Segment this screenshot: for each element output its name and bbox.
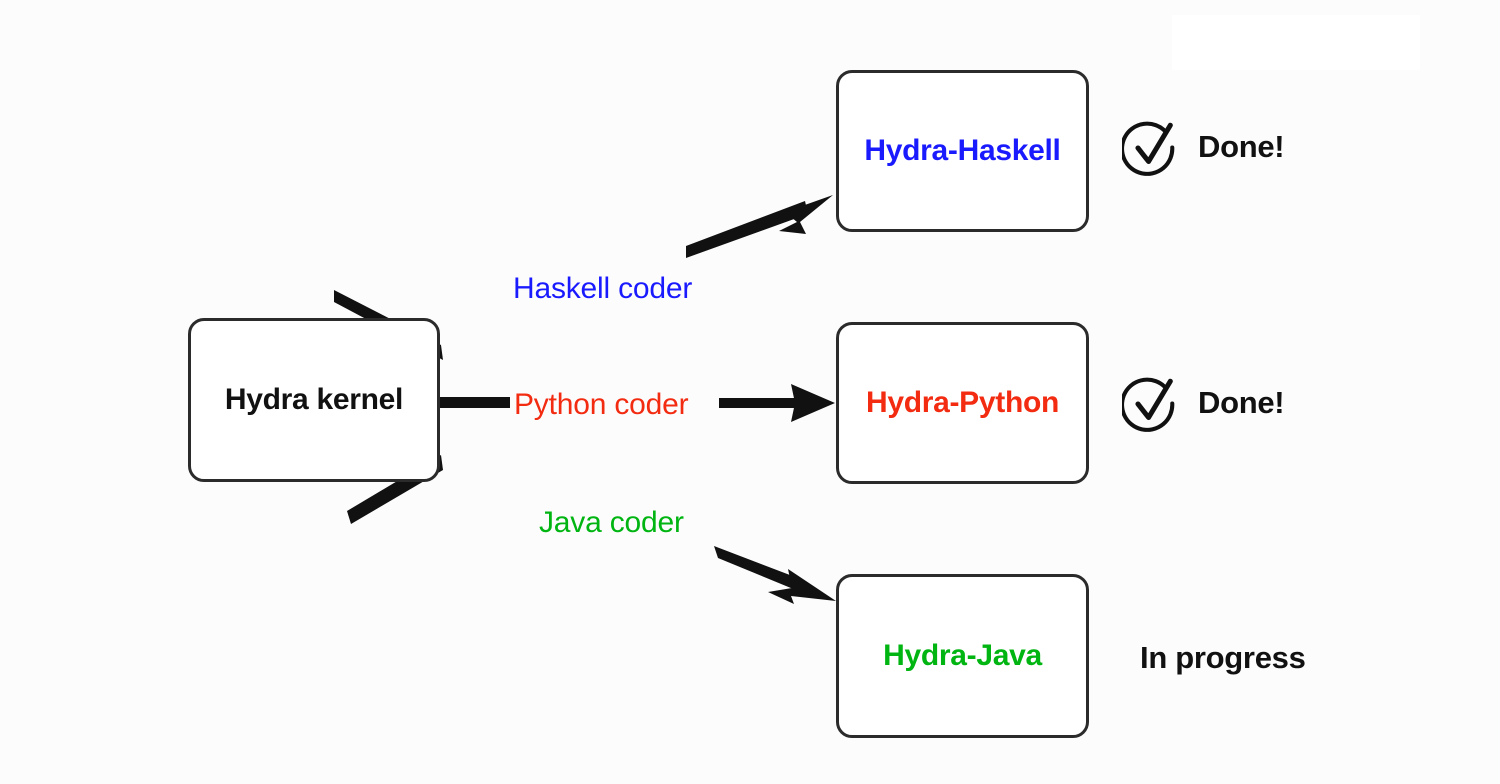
white-overlay-artifact <box>1172 15 1420 70</box>
status-java: In progress <box>1140 640 1306 676</box>
edge-label-python-coder: Python coder <box>514 388 689 421</box>
edge-haskell-arrowhead <box>779 195 833 234</box>
status-haskell: Done! <box>1122 118 1285 176</box>
edge-java-arrowhead <box>768 569 836 604</box>
edge-python-arrowhead <box>791 384 835 422</box>
edge-python-segment-1 <box>440 397 510 408</box>
check-circle-icon <box>1122 377 1175 432</box>
status-python: Done! <box>1122 374 1285 432</box>
edge-label-java-coder: Java coder <box>539 506 684 539</box>
node-hydra-python[interactable]: Hydra-Python <box>836 322 1089 484</box>
node-hydra-java[interactable]: Hydra-Java <box>836 574 1089 738</box>
status-java-text: In progress <box>1140 640 1306 675</box>
node-hydra-kernel[interactable]: Hydra kernel <box>188 318 440 482</box>
node-hydra-java-label: Hydra-Java <box>883 639 1042 672</box>
node-hydra-haskell-label: Hydra-Haskell <box>864 134 1061 167</box>
edge-python-segment-2 <box>719 398 809 408</box>
status-haskell-text: Done! <box>1198 129 1285 164</box>
edge-label-haskell-coder: Haskell coder <box>513 272 693 305</box>
edge-haskell-segment-2 <box>686 201 808 258</box>
status-python-text: Done! <box>1198 385 1285 420</box>
edge-java-segment-2 <box>714 546 803 593</box>
node-hydra-kernel-label: Hydra kernel <box>224 383 404 416</box>
node-hydra-haskell[interactable]: Hydra-Haskell <box>836 70 1089 232</box>
check-circle-icon <box>1122 121 1175 176</box>
node-hydra-python-label: Hydra-Python <box>865 386 1060 419</box>
